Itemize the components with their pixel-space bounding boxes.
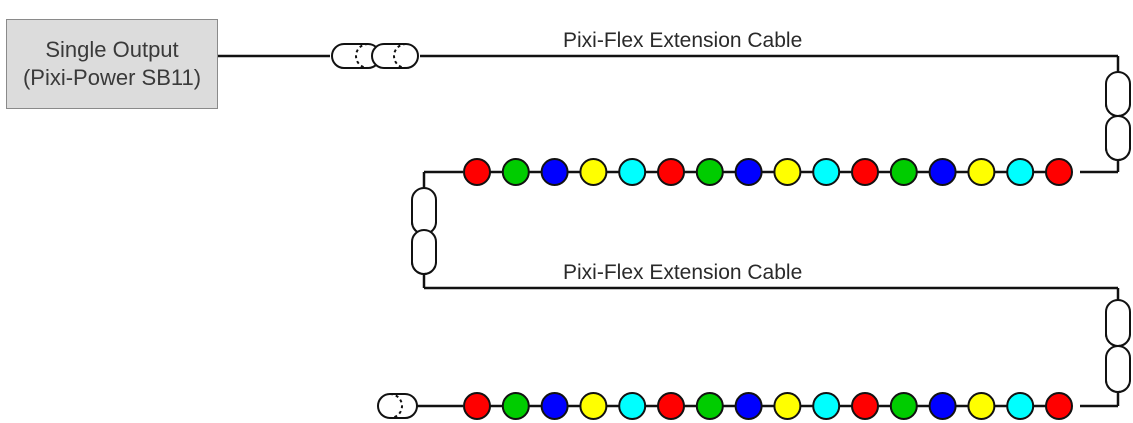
led-pixel-green: [695, 158, 724, 186]
connector-pair-2: [1105, 71, 1131, 161]
led-pixel-cyan: [812, 392, 841, 420]
led-pixel-blue: [540, 392, 569, 420]
led-pixel-green: [501, 158, 530, 186]
led-pixel-red: [463, 158, 491, 186]
led-pixel-yellow: [773, 158, 802, 186]
led-pixel-green: [501, 392, 530, 420]
led-pixel-blue: [734, 158, 763, 186]
end-cap-connector: [377, 393, 418, 419]
led-pixel-blue: [540, 158, 569, 186]
led-pixel-green: [695, 392, 724, 420]
led-pixel-red: [851, 392, 879, 420]
led-pixel-yellow: [967, 392, 996, 420]
source-box: Single Output (Pixi-Power SB11): [6, 19, 218, 109]
led-pixel-cyan: [618, 158, 647, 186]
cable-label-2: Pixi-Flex Extension Cable: [563, 261, 803, 284]
led-pixel-blue: [928, 158, 957, 186]
led-pixel-cyan: [812, 158, 841, 186]
led-pixel-red: [851, 158, 879, 186]
connector-pair-4: [1105, 299, 1131, 393]
led-pixel-red: [463, 392, 491, 420]
led-pixel-red: [1045, 158, 1073, 186]
led-pixel-cyan: [1006, 158, 1035, 186]
source-box-subtitle: (Pixi-Power SB11): [22, 65, 202, 90]
led-pixel-green: [889, 392, 918, 420]
cable-label-1: Pixi-Flex Extension Cable: [563, 29, 803, 52]
led-pixel-red: [657, 392, 685, 420]
led-pixel-red: [1045, 392, 1073, 420]
led-strip-1: [463, 158, 1073, 186]
led-pixel-green: [889, 158, 918, 186]
led-pixel-red: [657, 158, 685, 186]
led-pixel-yellow: [967, 158, 996, 186]
connector-pair-3: [411, 187, 437, 275]
connector-pair-1: [331, 43, 419, 69]
source-box-title: Single Output: [45, 37, 179, 62]
led-strip-2: [463, 392, 1073, 420]
led-pixel-cyan: [1006, 392, 1035, 420]
led-pixel-yellow: [579, 392, 608, 420]
led-pixel-cyan: [618, 392, 647, 420]
led-pixel-blue: [734, 392, 763, 420]
led-pixel-yellow: [579, 158, 608, 186]
led-pixel-yellow: [773, 392, 802, 420]
led-pixel-blue: [928, 392, 957, 420]
